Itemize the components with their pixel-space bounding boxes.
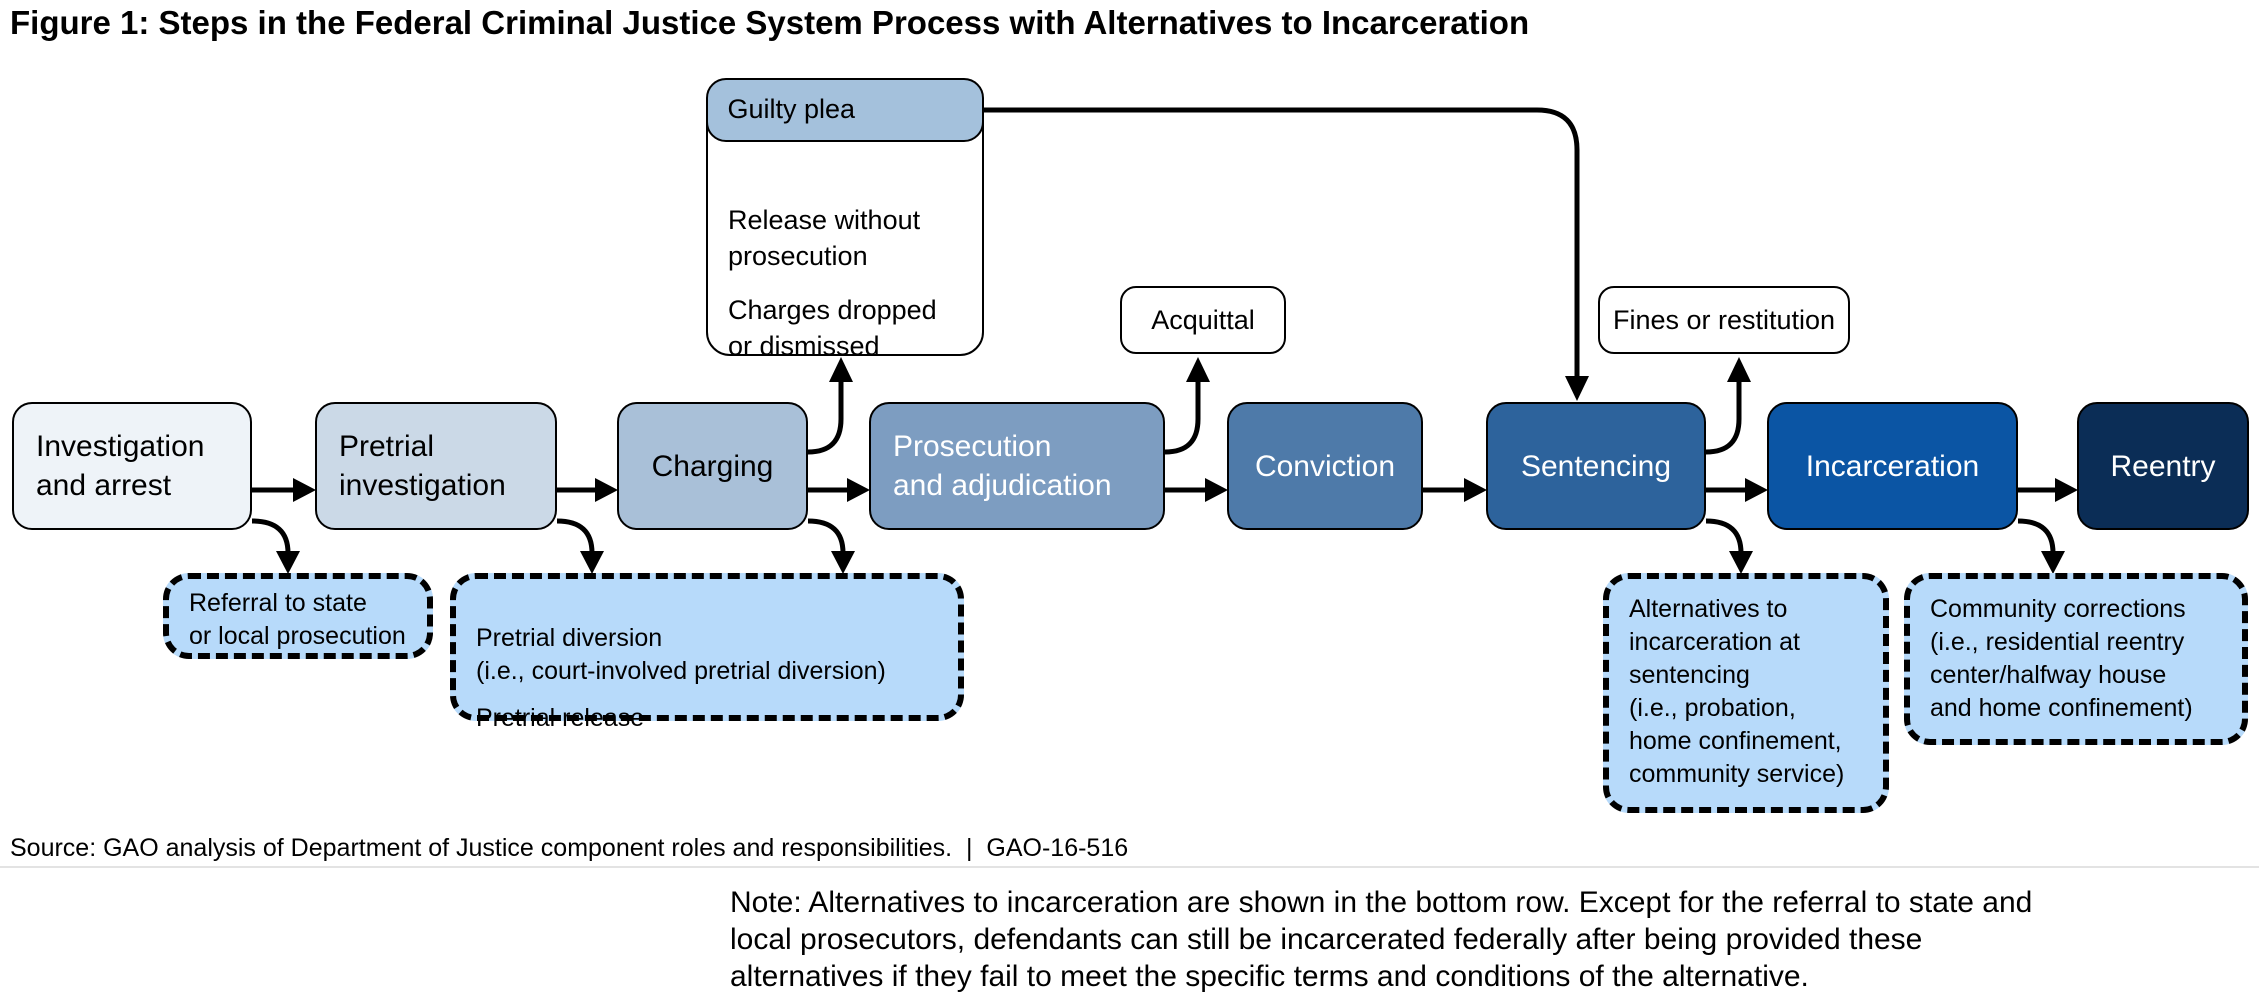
step-investigation-and-arrest: Investigation and arrest xyxy=(12,402,252,530)
charges-dropped-label: Charges dropped or dismissed xyxy=(728,295,937,361)
step-pretrial-investigation: Pretrial investigation xyxy=(315,402,557,530)
footer-divider xyxy=(0,866,2259,868)
arrow-charging-diversion xyxy=(807,518,846,554)
pretrial-diversion-label: Pretrial diversion (i.e., court-involved… xyxy=(476,624,886,685)
step-incarceration: Incarceration xyxy=(1767,402,2018,530)
arrow-sentencing-fines xyxy=(1705,380,1742,455)
arrow-prosecution-acquittal xyxy=(1164,380,1201,455)
alt-box-community-corrections: Community corrections (i.e., residential… xyxy=(1904,573,2248,745)
arrow-investigation-referral xyxy=(251,518,291,554)
fines-restitution-box: Fines or restitution xyxy=(1598,286,1850,354)
arrow-incarceration-community xyxy=(2017,518,2056,554)
note-text: Note: Alternatives to incarceration are … xyxy=(730,886,2033,993)
charging-outcomes-box: Guilty plea Release without prosecution … xyxy=(705,77,984,361)
arrow-sentencing-alternatives xyxy=(1705,518,1744,554)
alt-box-pretrial-diversion: Pretrial diversion (i.e., court-involved… xyxy=(450,573,964,732)
alt-box-sentencing-alternatives: Alternatives to incarceration at sentenc… xyxy=(1603,573,1889,813)
figure-title: Figure 1: Steps in the Federal Criminal … xyxy=(10,4,1530,41)
release-without-prosecution-label: Release without prosecution xyxy=(728,205,921,271)
step-conviction: Conviction xyxy=(1227,402,1423,530)
step-prosecution-adjudication: Prosecution and adjudication xyxy=(869,402,1165,530)
charging-outcomes-text: Release without prosecution Charges drop… xyxy=(728,166,970,400)
step-sentencing: Sentencing xyxy=(1486,402,1706,530)
acquittal-box: Acquittal xyxy=(1120,286,1286,354)
arrow-pretrial-diversion xyxy=(556,518,595,554)
guilty-plea-pill: Guilty plea xyxy=(705,77,984,142)
source-line: Source: GAO analysis of Department of Ju… xyxy=(10,834,1129,862)
step-charging: Charging xyxy=(617,402,808,530)
pretrial-release-label: Pretrial release xyxy=(476,704,645,732)
step-reentry: Reentry xyxy=(2077,402,2249,530)
alt-box-referral: Referral to state or local prosecution xyxy=(163,573,433,659)
